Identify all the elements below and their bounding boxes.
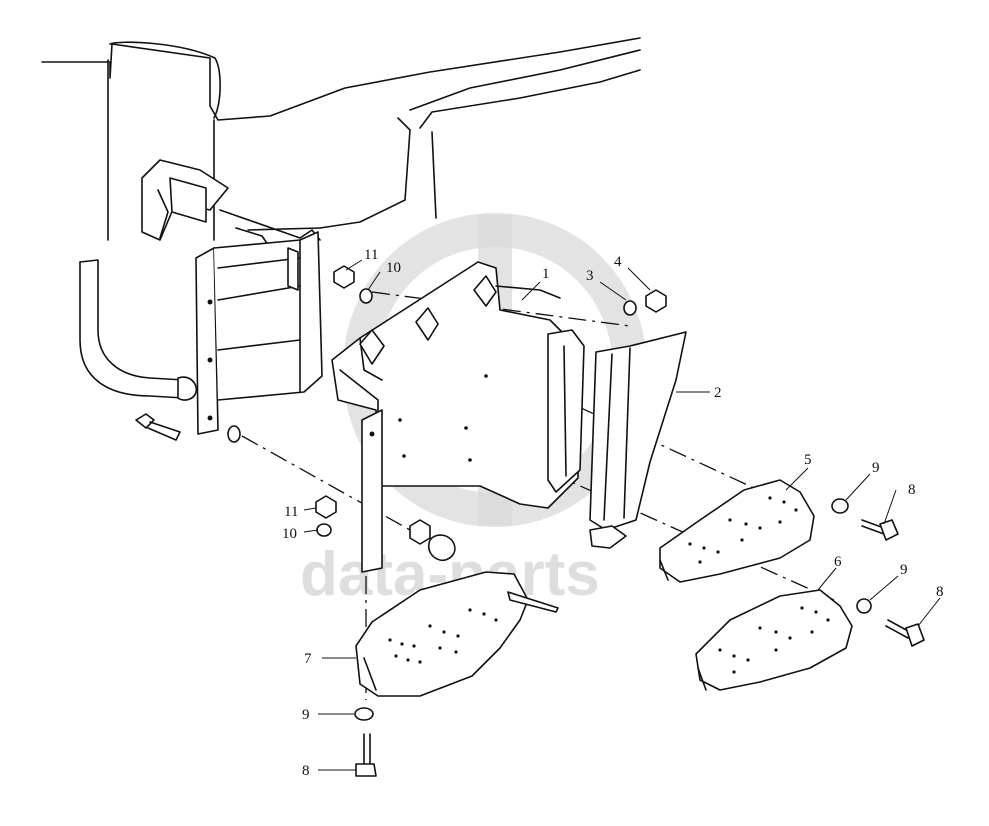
- hardware-lower: [354, 707, 377, 777]
- callout-8-upper: 8: [908, 482, 916, 498]
- callout-7: 7: [304, 651, 312, 667]
- callout-9-lower: 9: [302, 707, 310, 723]
- callout-10-upper: 10: [386, 260, 401, 276]
- callout-6: 6: [834, 554, 842, 570]
- callouts: 1 2 3 4 5 6 7 8 8 8 9 9 9 10 10 11 11: [282, 247, 944, 779]
- step-5-grip-dots: [688, 496, 798, 564]
- step-plate-7: [355, 571, 559, 697]
- step-plate-6: [695, 589, 853, 691]
- callout-4: 4: [614, 254, 622, 270]
- handrail: [79, 259, 198, 401]
- callout-3: 3: [586, 268, 594, 284]
- callout-11-upper: 11: [364, 247, 378, 263]
- left-bracket: [195, 231, 323, 435]
- hardware-right: [831, 498, 925, 647]
- callout-11-lower: 11: [284, 504, 298, 520]
- step-bracket-plate: [331, 261, 585, 573]
- callout-8-middle: 8: [936, 584, 944, 600]
- callout-5: 5: [804, 452, 812, 468]
- step-6-grip-dots: [718, 606, 830, 674]
- callout-9-middle: 9: [900, 562, 908, 578]
- hardware-upper: [333, 265, 667, 316]
- callout-2: 2: [714, 385, 722, 401]
- step-7-grip-dots: [388, 608, 498, 664]
- callout-9-upper: 9: [872, 460, 880, 476]
- callout-10-lower: 10: [282, 526, 297, 542]
- callout-8-lower: 8: [302, 763, 310, 779]
- left-bolt: [135, 413, 241, 443]
- side-cover: [589, 331, 687, 549]
- hardware-middle: [315, 495, 456, 562]
- tractor-body: [41, 37, 641, 241]
- callout-1: 1: [542, 266, 550, 282]
- step-plate-5: [659, 479, 815, 583]
